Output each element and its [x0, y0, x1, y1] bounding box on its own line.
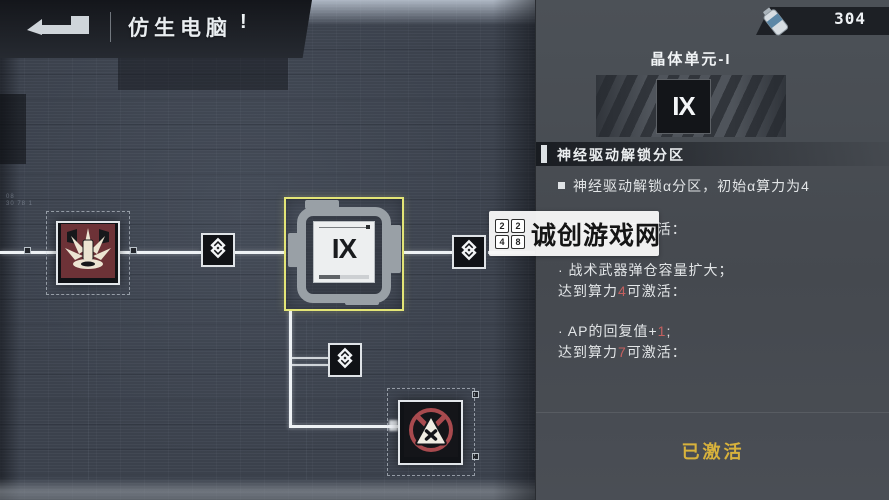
burst-icon	[61, 223, 115, 283]
base-effect-text: 神经驱动解锁α分区，初始α算力为4	[573, 178, 810, 194]
section-header: 神经驱动解锁分区	[536, 142, 889, 166]
core-screen-dot	[366, 225, 370, 229]
resource-count: 304	[834, 9, 866, 28]
core-screen-hairline	[319, 227, 369, 228]
title-alert-badge: !	[240, 11, 247, 33]
header-dark-slab-lower	[118, 58, 288, 90]
watermark-digit: 4	[495, 234, 509, 249]
material-canister-icon	[758, 7, 794, 43]
chip-frame-tab	[345, 296, 379, 305]
skill-node-hazard[interactable]	[398, 400, 463, 465]
watermark-digit: 2	[511, 218, 525, 233]
line-node-handle	[472, 453, 479, 460]
deco-markings: 08 30 78 1	[6, 194, 33, 208]
line-node-handle	[130, 247, 137, 254]
link-node[interactable]	[201, 233, 235, 267]
chip-link-icon	[334, 347, 356, 374]
section-accent-bar	[541, 145, 547, 163]
threshold-text: 达到算力	[558, 344, 618, 360]
watermark-grid-icon: 2 2 4 8	[495, 218, 525, 249]
panel-divider	[536, 412, 889, 413]
threshold-text: 达到算力	[558, 283, 618, 299]
watermark-digit: 8	[511, 234, 525, 249]
connector-line	[120, 251, 201, 254]
unit-banner: IX	[596, 75, 786, 137]
threshold-value: 7	[618, 344, 627, 360]
chip-frame-tab	[288, 233, 299, 267]
node-selection-dashes	[387, 388, 475, 476]
unlock-effect-2: · AP的回复值+1;	[558, 321, 868, 341]
selection-highlight	[284, 197, 404, 311]
chip-link-icon	[458, 239, 480, 266]
skill-node-ordnance[interactable]	[56, 221, 120, 285]
unlock-threshold-2: 达到算力4可激活：	[558, 281, 868, 301]
connector-line-bottom	[289, 425, 398, 428]
unit-glyph-chip: IX	[656, 79, 711, 134]
threshold-text: 可激活：	[626, 283, 687, 299]
unlock-effect-1: · 战术武器弹仓容量扩大；	[558, 262, 734, 278]
connector-line	[235, 251, 284, 254]
chip-frame-tab	[305, 200, 339, 209]
back-button[interactable]	[16, 10, 100, 44]
page-title: 仿生电脑	[128, 17, 232, 40]
line-node-handle	[472, 391, 479, 398]
bullet-marker	[558, 182, 565, 189]
deco-marking-line: 08	[6, 194, 15, 200]
core-progress-fill	[319, 275, 340, 279]
branch-line	[291, 357, 328, 359]
chip-link-icon	[207, 237, 229, 264]
connector-line	[404, 251, 452, 254]
left-deco-block	[0, 94, 26, 164]
effect-text: · AP的回复值+	[558, 323, 658, 339]
link-node[interactable]	[328, 343, 362, 377]
chip-frame-tab	[390, 225, 401, 273]
core-progress-bar	[319, 275, 369, 279]
effect-text: ;	[666, 323, 672, 339]
effect-value: 1	[657, 323, 667, 339]
threshold-text: 可激活：	[626, 344, 687, 360]
branch-line	[291, 364, 328, 366]
connector-line-vertical	[289, 311, 292, 427]
floor-strip	[0, 478, 535, 500]
grid-accent-line	[88, 250, 89, 480]
grid-accent-line	[306, 320, 307, 480]
back-arrow-icon	[25, 14, 91, 41]
unit-title: 晶体单元-I	[650, 51, 732, 68]
core-glyph: IX	[331, 233, 357, 264]
line-node-handle	[24, 247, 31, 254]
left-edge-shadow	[0, 58, 20, 500]
skill-node-core[interactable]: IX	[313, 221, 375, 283]
header-divider	[110, 12, 111, 42]
line-glow	[389, 420, 398, 431]
resource-counter[interactable]	[758, 3, 794, 39]
watermark-digit: 2	[495, 218, 509, 233]
node-selection-dashes	[46, 211, 130, 295]
link-node[interactable]	[452, 235, 486, 269]
watermark-text: 诚创游戏网	[531, 221, 662, 250]
unlock-threshold-3: 达到算力7可激活：	[558, 342, 868, 362]
site-watermark: 2 2 4 8 诚创游戏网	[489, 211, 662, 256]
activated-status-button[interactable]: 已激活	[681, 442, 745, 462]
hazard-warning-icon	[403, 403, 458, 462]
section-title: 神经驱动解锁分区	[557, 147, 685, 163]
threshold-value: 4	[618, 283, 627, 299]
deco-marking-line: 30 78 1	[6, 201, 34, 207]
